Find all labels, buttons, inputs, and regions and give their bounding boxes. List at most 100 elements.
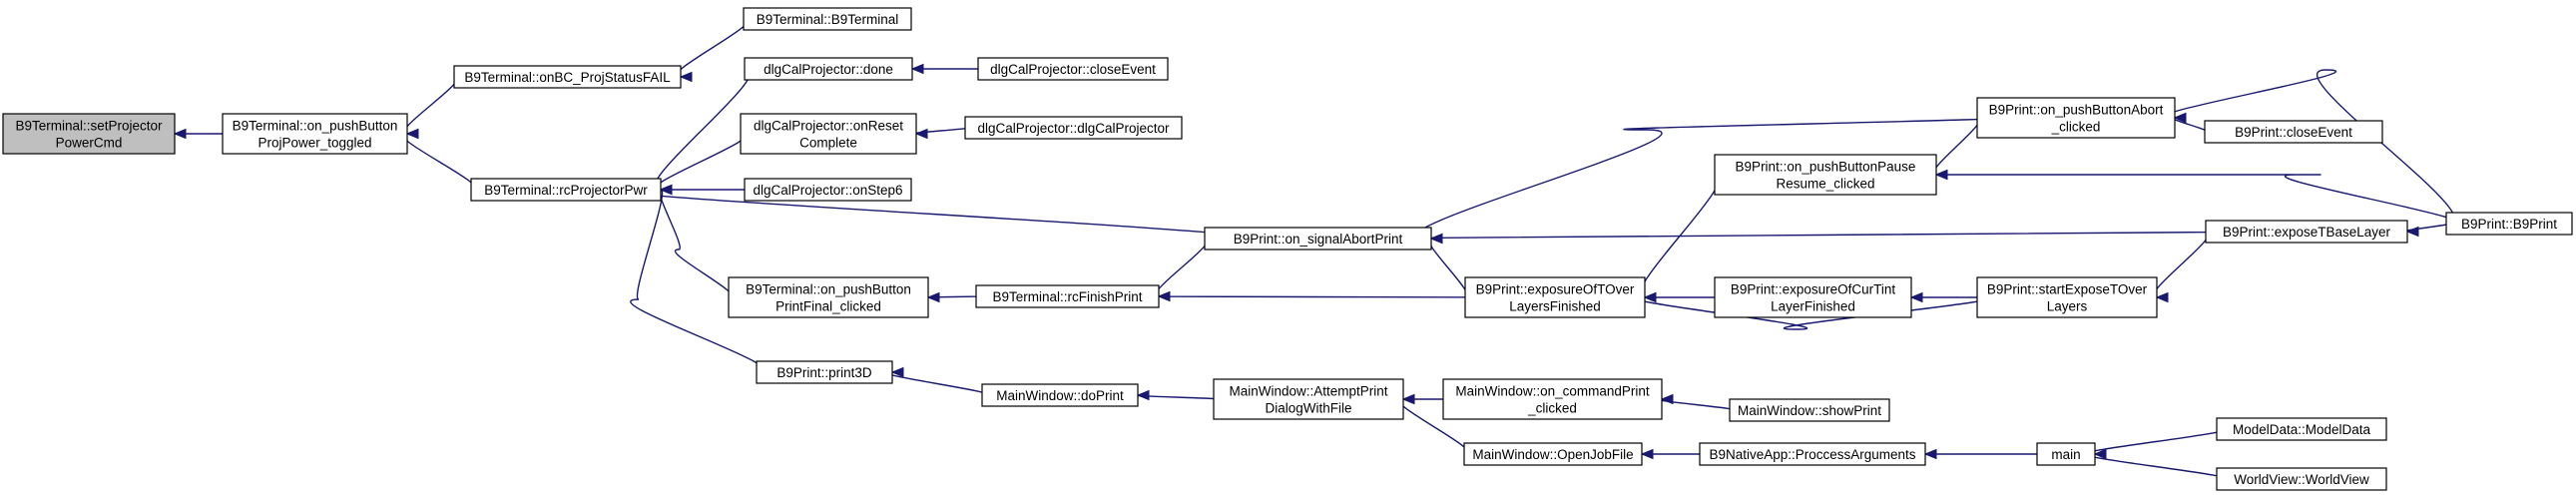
edge-line [1137, 295, 1487, 298]
edge-line [1415, 117, 2001, 240]
node-box [744, 57, 913, 81]
node-n14[interactable]: MainWindow::doPrint [981, 383, 1139, 407]
arrowhead [1429, 233, 1443, 245]
arrowhead [1643, 291, 1657, 303]
node-box [2216, 467, 2387, 491]
edge-line [1932, 117, 1981, 176]
edge-n17-to-n16 [1639, 174, 1721, 303]
node-label: Complete [799, 136, 857, 151]
edge-line [654, 133, 748, 191]
arrowhead [1660, 393, 1674, 405]
node-label: ModelData::ModelData [2233, 422, 2371, 437]
arrowhead [910, 63, 924, 75]
node-label: B9Print::print3D [776, 365, 872, 380]
edge-line [2085, 428, 2227, 455]
arrowhead [890, 366, 904, 378]
node-label: LayerFinished [1771, 299, 1855, 314]
arrowhead [2155, 291, 2169, 303]
node-n13[interactable]: B9Terminal::rcFinishPrint [975, 284, 1160, 308]
edge-n8-to-n3 [659, 184, 733, 298]
node-n5[interactable]: dlgCalProjector::done [744, 57, 913, 81]
node-n1[interactable]: B9Terminal::on_pushButtonProjPower_toggl… [222, 113, 408, 155]
node-n17[interactable]: B9Print::on_pushButtonPauseResume_clicke… [1714, 154, 1937, 196]
edge-n12-to-n13 [1155, 238, 1209, 302]
node-n18[interactable]: B9Print::on_pushButtonAbort_clicked [1976, 97, 2176, 139]
node-label: main [2051, 447, 2080, 462]
node-label: B9Print::on_pushButtonPause [1736, 160, 1916, 175]
node-n12[interactable]: B9Print::on_signalAbortPrint [1204, 227, 1432, 250]
node-label: dlgCalProjector::done [764, 62, 893, 77]
node-box [2205, 220, 2408, 244]
edge-n28-to-n27 [2403, 223, 2450, 238]
node-label: B9Terminal::onBC_ProjStatusFAIL [464, 70, 671, 85]
node-n21[interactable]: MainWindow::on_commandPrint_clicked [1442, 378, 1663, 420]
node-box [744, 178, 912, 202]
arrowhead [2093, 448, 2107, 460]
node-box [1464, 276, 1646, 318]
node-n24[interactable]: main [2036, 442, 2096, 466]
node-label: B9Terminal::on_pushButton [746, 282, 911, 297]
node-n10[interactable]: dlgCalProjector::closeEvent [977, 57, 1169, 81]
node-label: Layers [2047, 299, 2088, 314]
node-n22[interactable]: MainWindow::OpenJobFile [1463, 442, 1643, 466]
node-box [2445, 212, 2573, 236]
edge-n10-to-n5 [907, 63, 983, 75]
node-n4[interactable]: B9Terminal::B9Terminal [743, 7, 912, 31]
edge-n4-to-n2 [676, 18, 749, 83]
edge-line [1427, 238, 1469, 298]
node-n2[interactable]: B9Terminal::onBC_ProjStatusFAIL [453, 65, 682, 89]
node-n27[interactable]: B9Print::exposeTBaseLayer [2205, 220, 2408, 244]
node-label: _clicked [1527, 401, 1577, 416]
node-n23[interactable]: B9NativeApp::ProccessArguments [1699, 442, 1926, 466]
node-n30[interactable]: WorldView::WorldView [2216, 467, 2387, 491]
node-box [975, 284, 1160, 308]
node-n29[interactable]: ModelData::ModelData [2216, 417, 2387, 441]
node-box [1976, 276, 2158, 318]
node-box [740, 113, 917, 155]
node-label: PrintFinal_clicked [775, 299, 881, 314]
node-box [1729, 398, 1890, 422]
arrowhead [1923, 448, 1937, 460]
edge-line [676, 18, 749, 78]
node-label: Resume_clicked [1776, 177, 1874, 192]
node-box [1442, 378, 1663, 420]
node-n7[interactable]: dlgCalProjector::onStep6 [744, 178, 912, 202]
node-label: _clicked [2051, 120, 2101, 135]
edge-line [403, 76, 458, 135]
edge-n11-to-n6 [912, 127, 969, 140]
node-box [2036, 442, 2096, 466]
node-box [1976, 97, 2176, 139]
node-label: B9Terminal::B9Terminal [757, 12, 899, 27]
node-n26[interactable]: B9Print::closeEvent [2204, 120, 2383, 144]
node-box [222, 113, 408, 155]
node-n8[interactable]: B9Terminal::on_pushButtonPrintFinal_clic… [728, 276, 929, 318]
node-n3[interactable]: B9Terminal::rcProjectorPwr [470, 178, 662, 202]
edge-n20-to-n19 [1906, 291, 1982, 303]
node-label: dlgCalProjector::closeEvent [990, 62, 1156, 77]
node-n25[interactable]: MainWindow::showPrint [1729, 398, 1890, 422]
node-label: B9Terminal::setProjector [15, 119, 163, 134]
node-n28[interactable]: B9Print::B9Print [2445, 212, 2573, 236]
node-label: B9NativeApp::ProccessArguments [1709, 447, 1915, 462]
edge-n16-to-n12 [1427, 233, 1469, 298]
node-label: B9Print::on_pushButtonAbort [1989, 103, 2164, 118]
node-box [964, 116, 1183, 140]
node-n9[interactable]: B9Print::print3D [756, 360, 893, 384]
node-label: B9Terminal::on_pushButton [233, 119, 398, 134]
node-label: WorldView::WorldView [2234, 472, 2369, 487]
node-n11[interactable]: dlgCalProjector::dlgCalProjector [964, 116, 1183, 140]
edge-n2-to-n1 [403, 76, 458, 140]
arrowhead [659, 184, 673, 196]
arrowhead [2173, 112, 2187, 124]
node-box [2, 113, 176, 155]
edge-line [402, 133, 476, 191]
node-box [1463, 442, 1643, 466]
edge-n15-to-n14 [1132, 389, 1220, 401]
edge-n16-to-n13 [1137, 290, 1487, 302]
